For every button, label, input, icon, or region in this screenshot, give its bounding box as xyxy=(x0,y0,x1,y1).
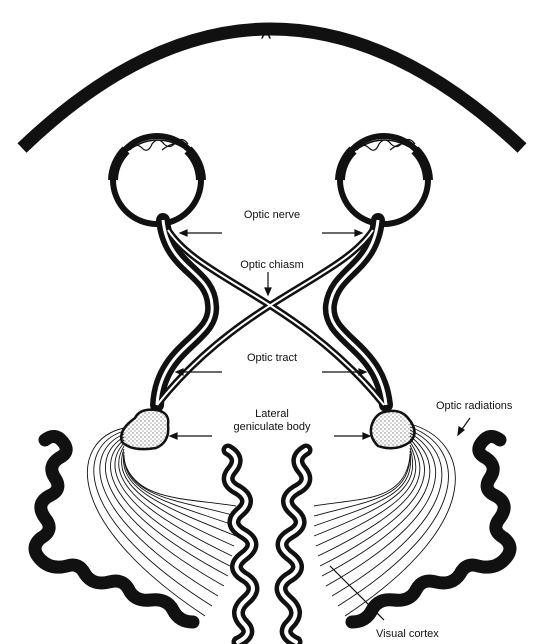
label-visual-cortex: Visual cortex xyxy=(376,628,439,640)
label-optic-radiations: Optic radiations xyxy=(436,400,513,412)
label-lateral-geniculate-line1: Lateral xyxy=(255,408,289,420)
label-optic-chiasm: Optic chiasm xyxy=(240,259,304,271)
right-lateral-geniculate-body xyxy=(371,411,415,448)
top-mark: ^ xyxy=(261,26,272,51)
label-lateral-geniculate-line2: geniculate body xyxy=(233,421,311,433)
left-eye xyxy=(113,136,201,224)
left-cortex xyxy=(35,436,253,642)
right-eye xyxy=(340,136,428,224)
right-cortex xyxy=(281,436,510,642)
left-lateral-geniculate-body xyxy=(121,410,168,449)
label-optic-nerve: Optic nerve xyxy=(244,209,300,221)
visual-field-arc xyxy=(22,29,522,148)
optic-pathway xyxy=(157,220,386,405)
label-optic-tract: Optic tract xyxy=(247,352,297,364)
